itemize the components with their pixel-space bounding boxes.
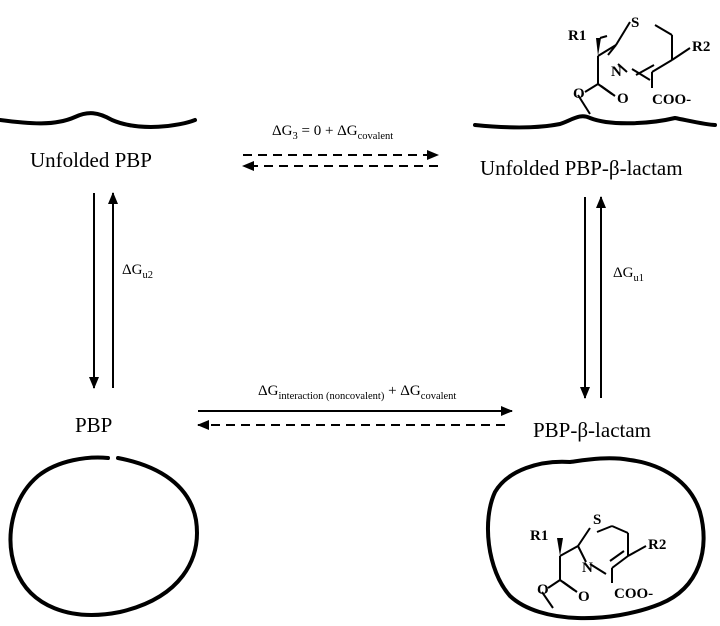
svg-text:R1: R1 <box>530 528 548 544</box>
svg-text:R2: R2 <box>648 537 666 553</box>
folded-pbp-outline <box>8 455 199 617</box>
top-arrow-label: ΔG3 = 0 + ΔGcovalent <box>272 123 393 142</box>
unfolded-pbp-label: Unfolded PBP <box>30 148 152 172</box>
svg-text:O: O <box>537 582 549 598</box>
molecule-bottom-labels: R1 S N O O R2 COO- <box>530 512 666 605</box>
svg-text:S: S <box>593 512 601 528</box>
svg-text:O: O <box>617 91 629 107</box>
bottom-arrow-label: ΔGinteraction (noncovalent) + ΔGcovalent <box>258 383 456 402</box>
right-arrow-label: ΔGu1 <box>613 265 644 284</box>
pbp-label: PBP <box>75 413 112 437</box>
svg-text:COO-: COO- <box>652 92 691 108</box>
svg-text:COO-: COO- <box>614 586 653 602</box>
left-arrow-label: ΔGu2 <box>122 262 153 281</box>
wedge-bond-bottom <box>557 538 563 556</box>
svg-text:O: O <box>578 589 590 605</box>
beta-lactam-molecule-top <box>577 21 691 115</box>
folded-pbp-lactam-outline <box>485 456 706 621</box>
svg-text:R1: R1 <box>568 28 586 44</box>
wedge-bond-top <box>596 38 601 56</box>
molecule-top-labels: R1 S N O O R2 COO- <box>568 15 710 108</box>
pbp-lactam-label: PBP-β-lactam <box>533 418 651 442</box>
unfolded-pbp-lactam-label: Unfolded PBP-β-lactam <box>480 156 683 180</box>
svg-text:N: N <box>582 560 593 576</box>
unfolded-pbp-chain <box>0 111 197 129</box>
beta-lactam-molecule-bottom <box>541 525 647 609</box>
svg-text:N: N <box>611 64 622 80</box>
unfolded-pbp-lactam-chain <box>473 114 717 130</box>
svg-text:R2: R2 <box>692 39 710 55</box>
svg-text:S: S <box>631 15 639 31</box>
svg-text:O: O <box>573 86 585 102</box>
